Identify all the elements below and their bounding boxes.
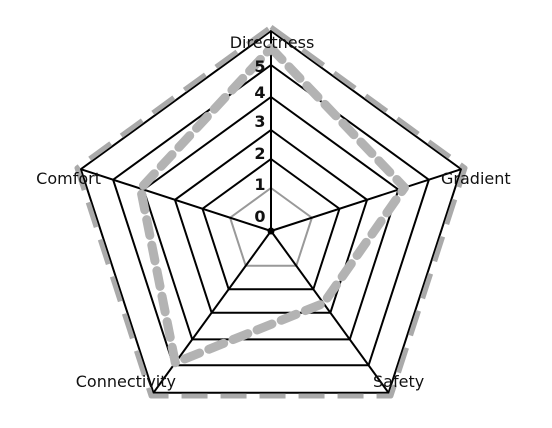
grid-ring-2	[173, 128, 369, 314]
grid-ring-5	[79, 29, 463, 394]
grid-ring-1	[201, 157, 341, 291]
series-0-line	[74, 24, 468, 399]
tick-label-3: 3	[254, 112, 265, 131]
tick-label-4: 4	[254, 83, 265, 102]
grid-ring-3	[142, 95, 400, 341]
radar-series	[74, 24, 468, 399]
grid-spoke-2	[270, 230, 390, 394]
radar-labels: Directness Gradient Safety Connectivity …	[36, 33, 510, 391]
axis-label-comfort: Comfort	[36, 169, 101, 188]
axis-label-gradient: Gradient	[441, 169, 511, 188]
grid-spoke-4	[80, 168, 272, 232]
tick-label-0: 0	[254, 207, 265, 226]
tick-label-1: 1	[254, 175, 265, 194]
grid-ring-4	[111, 63, 431, 367]
radar-grid	[79, 29, 463, 394]
axis-label-safety: Safety	[373, 372, 424, 391]
axis-label-directness: Directness	[230, 33, 315, 52]
axis-label-connectivity: Connectivity	[76, 372, 176, 391]
center-point	[267, 227, 275, 235]
tick-label-2: 2	[254, 144, 265, 163]
tick-label-5: 5	[254, 57, 265, 76]
series-1-line	[136, 43, 410, 368]
grid-spoke-1	[270, 168, 462, 232]
grid-ring-0	[228, 186, 314, 267]
